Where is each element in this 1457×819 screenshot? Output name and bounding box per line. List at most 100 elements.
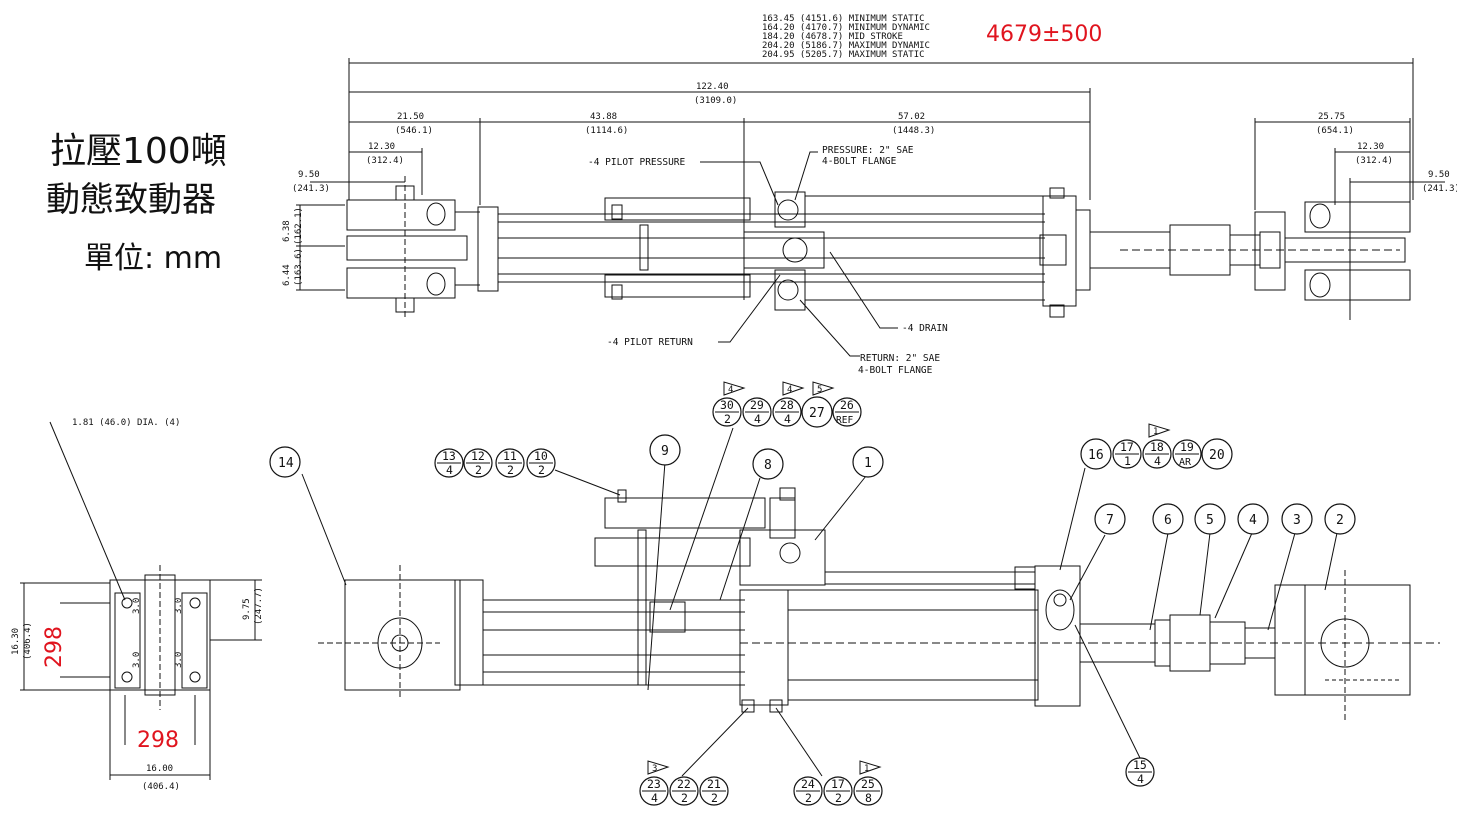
balloon-7: 7 xyxy=(1106,513,1114,528)
title-line-2: 動態致動器 xyxy=(46,180,216,220)
dim-label: (406.4) xyxy=(142,782,180,792)
balloon-3: 3 xyxy=(1293,513,1301,528)
dim-label: 25.75 xyxy=(1318,112,1345,122)
balloon-30-qty: 2 xyxy=(724,412,731,426)
dim-label: 3.0 xyxy=(132,598,142,614)
balloon-29-top: 29 xyxy=(750,398,764,412)
dim-label: (1448.3) xyxy=(892,126,935,136)
note-flag: 1 xyxy=(864,764,869,774)
dim-label: 9.50 xyxy=(298,170,320,180)
dim-label: (163.6) xyxy=(294,248,304,286)
dim-label: (1114.6) xyxy=(585,126,628,136)
dim-label: 9.50 xyxy=(1428,170,1450,180)
hole-diameter-callout: 1.81 (46.0) DIA. (4) xyxy=(72,418,180,428)
balloon-30-top: 30 xyxy=(720,398,734,412)
balloon-19-qty: AR xyxy=(1179,457,1192,468)
balloon-15-top: 15 xyxy=(1133,758,1147,772)
balloon-27: 27 xyxy=(809,406,825,421)
balloon-25-qty: 8 xyxy=(865,791,872,805)
overall-dims: 163.45 (4151.6) MINIMUM STATIC 164.20 (4… xyxy=(762,14,930,60)
overall-dim-text: 204.20 (5186.7) MAXIMUM DYNAMIC xyxy=(762,41,930,51)
balloon-12-top: 12 xyxy=(471,449,485,463)
dim-label: 6.38 xyxy=(282,220,292,242)
dim-label: 21.50 xyxy=(397,112,424,122)
dim-label: 12.30 xyxy=(1357,142,1384,152)
balloon-18-top: 18 xyxy=(1150,440,1164,454)
balloon-10-qty: 2 xyxy=(538,463,545,477)
dim-label: (654.1) xyxy=(1316,126,1354,136)
dim-label: 6.44 xyxy=(282,264,292,286)
balloon-14: 14 xyxy=(278,456,294,471)
dim-label: 12.30 xyxy=(368,142,395,152)
note-flag: 1 xyxy=(1153,427,1158,437)
balloon-5: 5 xyxy=(1206,513,1214,528)
balloon-24-top: 24 xyxy=(801,777,815,791)
overall-dim-text: 163.45 (4151.6) MINIMUM STATIC xyxy=(762,14,925,24)
balloon-19-top: 19 xyxy=(1180,440,1194,454)
width-annotation: 298 xyxy=(137,728,179,753)
balloon-26-qty: REF xyxy=(836,415,853,426)
balloon-29-qty: 4 xyxy=(754,412,761,426)
dim-label: (406.4) xyxy=(23,622,33,660)
dim-label: 16.00 xyxy=(146,764,173,774)
title-line-1: 拉壓100噸 xyxy=(50,131,227,172)
dim-label: 3.0 xyxy=(174,598,184,614)
balloon-17b-top: 17 xyxy=(831,777,845,791)
balloon-2: 2 xyxy=(1336,513,1344,528)
balloon-23-qty: 4 xyxy=(651,791,658,805)
balloon-9: 9 xyxy=(661,444,669,459)
stroke-annotation: 4679±500 xyxy=(986,22,1103,47)
note-flag: 5 xyxy=(817,385,822,395)
dim-label: 43.88 xyxy=(590,112,617,122)
balloon-18-qty: 4 xyxy=(1154,454,1161,468)
dim-label: (546.1) xyxy=(395,126,433,136)
balloon-16: 16 xyxy=(1088,448,1104,463)
balloon-20: 20 xyxy=(1209,448,1225,463)
balloon-26-top: 26 xyxy=(840,398,854,412)
balloon-15-qty: 4 xyxy=(1137,772,1144,786)
balloon-21-qty: 2 xyxy=(711,791,718,805)
dim-label: 3.0 xyxy=(174,652,184,668)
balloon-13-top: 13 xyxy=(442,449,456,463)
balloon-12-qty: 2 xyxy=(475,463,482,477)
unit-label: 單位: mm xyxy=(84,241,223,276)
balloon-25-top: 25 xyxy=(861,777,875,791)
balloon-6: 6 xyxy=(1164,513,1172,528)
balloon-4: 4 xyxy=(1249,513,1257,528)
pilot-return-callout: -4 PILOT RETURN xyxy=(607,337,693,348)
dim-label: 3.0 xyxy=(132,652,142,668)
pressure-flange-callout: PRESSURE: 2" SAE xyxy=(822,145,914,156)
dim-label: 9.75 xyxy=(242,598,252,620)
dim-label: 16.30 xyxy=(11,628,21,655)
dim-label: (312.4) xyxy=(1355,156,1393,166)
balloon-22-top: 22 xyxy=(677,777,691,791)
balloon-11-qty: 2 xyxy=(507,463,514,477)
note-flag: 4 xyxy=(787,385,792,395)
balloon-11-top: 11 xyxy=(503,449,517,463)
pilot-pressure-callout: -4 PILOT PRESSURE xyxy=(588,157,686,168)
balloon-17b-qty: 2 xyxy=(835,791,842,805)
dim-label: (312.4) xyxy=(366,156,404,166)
dim-label: (241.3) xyxy=(1422,184,1457,194)
dim-label: (3109.0) xyxy=(694,96,737,106)
balloon-17-qty: 1 xyxy=(1124,454,1131,468)
return-flange-callout: 4-BOLT FLANGE xyxy=(858,365,933,376)
drain-callout: -4 DRAIN xyxy=(902,323,948,334)
balloon-28-top: 28 xyxy=(780,398,794,412)
dim-label: 57.02 xyxy=(898,112,925,122)
overall-dim-text: 204.95 (5205.7) MAXIMUM STATIC xyxy=(762,50,925,60)
note-flag: 4 xyxy=(728,385,733,395)
dim-label: (162.1) xyxy=(294,207,304,245)
balloon-21-top: 21 xyxy=(707,777,721,791)
balloon-23-top: 23 xyxy=(647,777,661,791)
balloon-8: 8 xyxy=(764,458,772,473)
dim-label: (247.7) xyxy=(254,587,264,625)
balloon-22-qty: 2 xyxy=(681,791,688,805)
overall-dim-text: 184.20 (4678.7) MID STROKE xyxy=(762,32,903,42)
balloon-13-qty: 4 xyxy=(446,463,453,477)
balloon-17-top: 17 xyxy=(1120,440,1134,454)
pressure-flange-callout: 4-BOLT FLANGE xyxy=(822,156,897,167)
fraction-balloons: 13 4 12 2 11 2 10 2 30 2 29 4 28 4 26 RE… xyxy=(442,398,1194,805)
balloon-24-qty: 2 xyxy=(805,791,812,805)
